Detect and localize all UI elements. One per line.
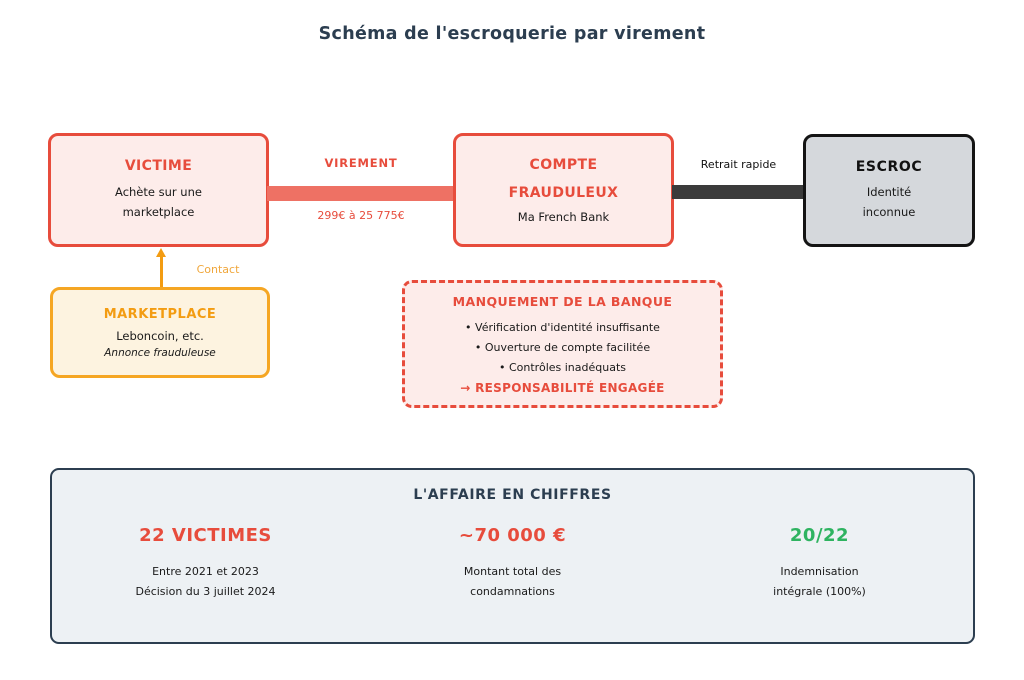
stat-indemnisation-line2: intégrale (100%) (773, 585, 866, 598)
arrow-up-icon (155, 248, 166, 257)
marketplace-line2: Annonce frauduleuse (104, 346, 216, 359)
stats-panel: L'AFFAIRE EN CHIFFRES 22 VICTIMES Entre … (50, 468, 975, 644)
marketplace-title: MARKETPLACE (103, 306, 217, 322)
escroc-line1: Identité (866, 185, 912, 199)
manquement-banque-callout: MANQUEMENT DE LA BANQUE • Vérification d… (402, 280, 723, 408)
victime-title: VICTIME (124, 158, 193, 174)
escroc-line2: inconnue (862, 204, 916, 219)
stats-title: L'AFFAIRE EN CHIFFRES (413, 487, 612, 503)
stat-indemnisation: 20/22 Indemnisation intégrale (100%) (666, 525, 973, 602)
stat-indemnisation-value: 20/22 (789, 525, 850, 546)
compte-subtitle: Ma French Bank (517, 210, 610, 225)
contact-edge-label: Contact (196, 263, 240, 276)
stat-indemnisation-line1: Indemnisation (780, 565, 859, 578)
retrait-edge-bar (672, 185, 805, 199)
stat-montant-line2: condamnations (470, 585, 555, 598)
virement-edge-label: VIREMENT (324, 156, 398, 170)
compte-frauduleux-node: COMPTE FRAUDULEUX Ma French Bank (453, 133, 674, 247)
manquement-title: MANQUEMENT DE LA BANQUE (452, 293, 673, 309)
stat-victimes-line1: Entre 2021 et 2023 (152, 565, 259, 578)
retrait-edge-label: Retrait rapide (700, 158, 777, 171)
marketplace-line1: Leboncoin, etc. (116, 328, 204, 343)
stats-columns: 22 VICTIMES Entre 2021 et 2023 Décision … (52, 525, 973, 602)
virement-edge-bar (267, 186, 455, 201)
manquement-bullet: • Contrôles inadéquats (499, 360, 626, 374)
stat-montant-line1: Montant total des (463, 565, 562, 578)
manquement-bullet: • Vérification d'identité insuffisante (465, 320, 660, 334)
manquement-bullet: • Ouverture de compte facilitée (474, 340, 651, 354)
victime-line1: Achète sur une (115, 185, 202, 199)
stat-montant: ~70 000 € Montant total des condamnation… (359, 525, 666, 602)
manquement-conclusion: → RESPONSABILITÉ ENGAGÉE (460, 380, 665, 395)
victime-line2: marketplace (122, 204, 195, 219)
virement-amount-label: 299€ à 25 775€ (317, 209, 405, 222)
stat-victimes-value: 22 VICTIMES (139, 525, 272, 546)
victime-node: VICTIME Achète sur une marketplace (48, 133, 269, 247)
escroc-node: ESCROC Identité inconnue (803, 134, 975, 247)
stat-montant-value: ~70 000 € (458, 525, 567, 546)
stat-victimes-line2: Décision du 3 juillet 2024 (135, 585, 276, 598)
contact-arrow-line (160, 256, 163, 287)
escroc-title: ESCROC (855, 159, 923, 175)
compte-title-line1: COMPTE (529, 157, 598, 174)
page-title: Schéma de l'escroquerie par virement (318, 24, 706, 44)
compte-title-line2: FRAUDULEUX (508, 185, 619, 202)
stat-victimes: 22 VICTIMES Entre 2021 et 2023 Décision … (52, 525, 359, 602)
marketplace-node: MARKETPLACE Leboncoin, etc. Annonce frau… (50, 287, 270, 378)
